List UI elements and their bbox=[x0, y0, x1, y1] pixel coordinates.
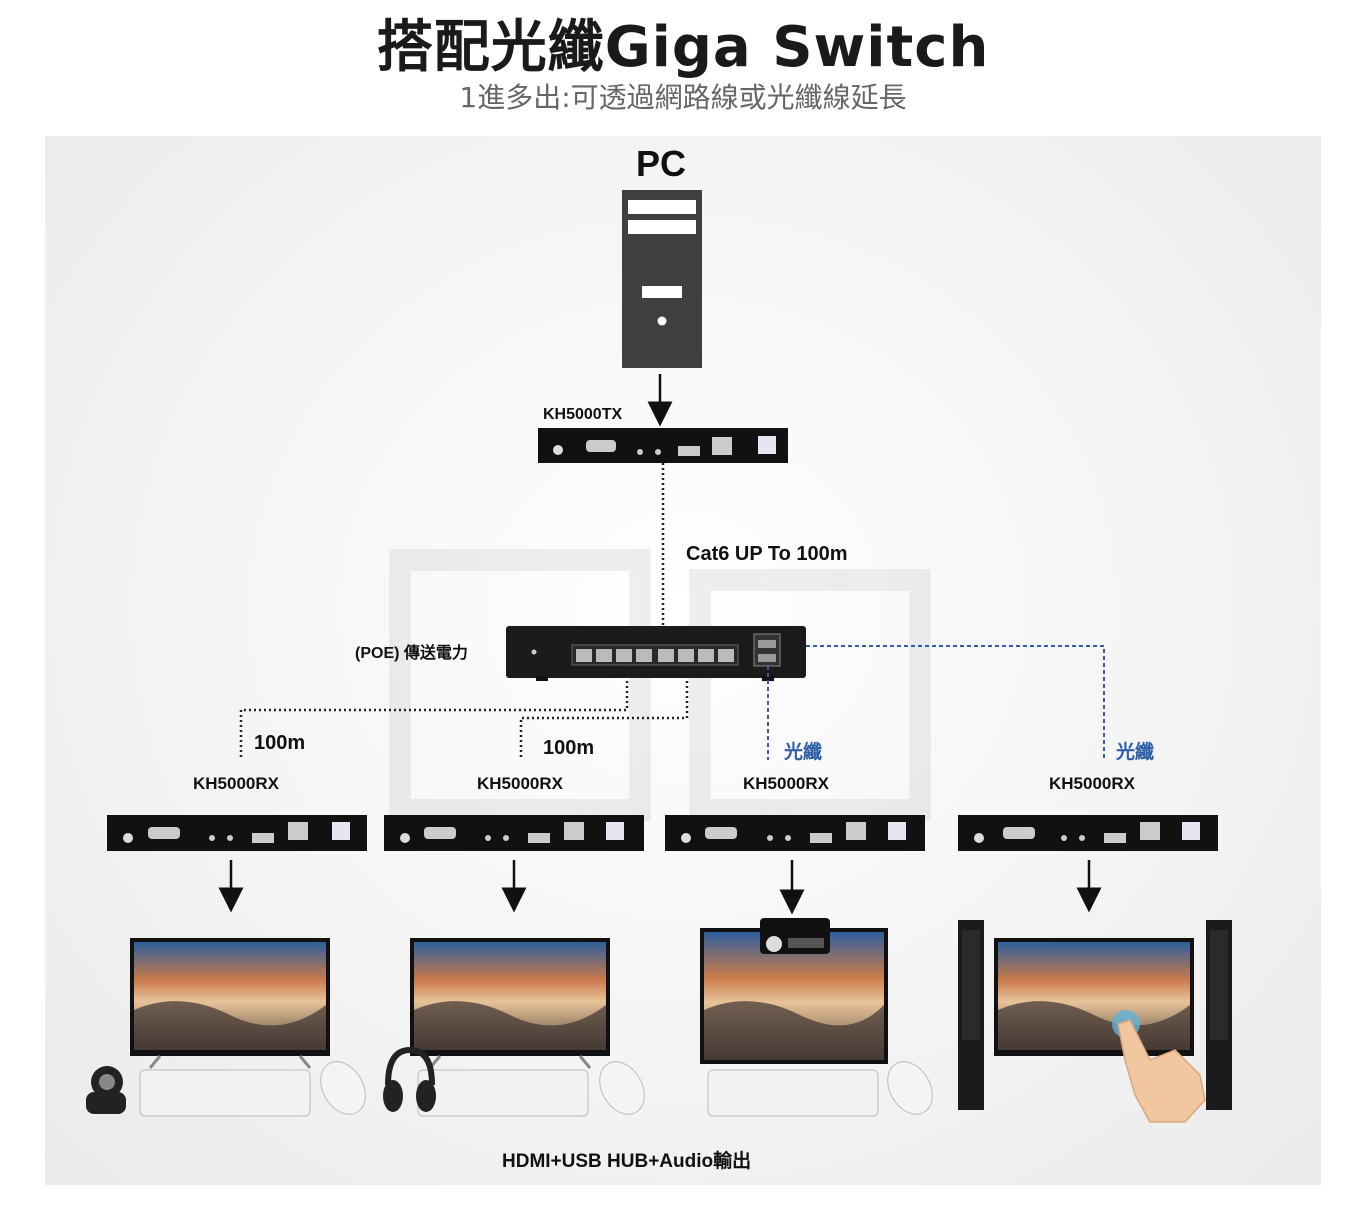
monitor-2-icon bbox=[410, 938, 610, 1069]
page-subtitle: 1進多出:可透過網路線或光纖線延長 bbox=[459, 81, 907, 114]
mouse-3-icon bbox=[887, 1061, 933, 1115]
rx-device-3-icon bbox=[665, 815, 925, 851]
touch-hand-icon bbox=[1117, 1019, 1206, 1123]
cable-label: Cat6 UP To 100m bbox=[686, 543, 848, 565]
fiber-label-1: 光纖 bbox=[784, 742, 823, 763]
pc-tower-icon bbox=[622, 190, 702, 368]
rx-device-1-icon bbox=[107, 815, 367, 851]
speaker-right-icon bbox=[1206, 920, 1232, 1110]
headphones-icon bbox=[383, 1046, 436, 1112]
tx-label: KH5000TX bbox=[543, 406, 623, 423]
distance-label-1: 100m bbox=[254, 732, 306, 754]
distance-label-2: 100m bbox=[543, 737, 595, 759]
rx-label-4: KH5000RX bbox=[1049, 774, 1135, 793]
mouse-1-icon bbox=[320, 1061, 366, 1115]
monitor-1-icon bbox=[130, 938, 330, 1069]
monitor-4-icon bbox=[994, 938, 1194, 1056]
watermark bbox=[389, 549, 931, 821]
keyboard-3-icon bbox=[707, 1069, 879, 1117]
webcam-icon bbox=[86, 1066, 126, 1114]
keyboard-1-icon bbox=[139, 1069, 311, 1117]
rx-label-3: KH5000RX bbox=[743, 774, 829, 793]
poe-label: (POE) 傳送電力 bbox=[355, 645, 468, 662]
switch-device-icon bbox=[506, 626, 806, 681]
fiber-label-2: 光纖 bbox=[1116, 742, 1155, 763]
pc-label: PC bbox=[636, 143, 687, 184]
footer-label: HDMI+USB HUB+Audio輸出 bbox=[502, 1151, 752, 1172]
monitor-3-icon bbox=[700, 928, 888, 1064]
fiber-switch-to-rx4 bbox=[806, 645, 1105, 760]
rx-label-2: KH5000RX bbox=[477, 774, 563, 793]
mouse-2-icon bbox=[599, 1061, 645, 1115]
rx-label-1: KH5000RX bbox=[193, 774, 279, 793]
camera-device-icon bbox=[760, 918, 830, 954]
rx-device-2-icon bbox=[384, 815, 644, 851]
page-title: 搭配光纖Giga Switch bbox=[376, 15, 990, 80]
cable-switch-to-rx1 bbox=[239, 666, 629, 760]
tx-device-icon bbox=[538, 428, 788, 463]
keyboard-2-icon bbox=[417, 1069, 589, 1117]
cable-switch-to-rx2 bbox=[519, 666, 689, 760]
speaker-left-icon bbox=[958, 920, 984, 1110]
rx-device-4-icon bbox=[958, 815, 1218, 851]
